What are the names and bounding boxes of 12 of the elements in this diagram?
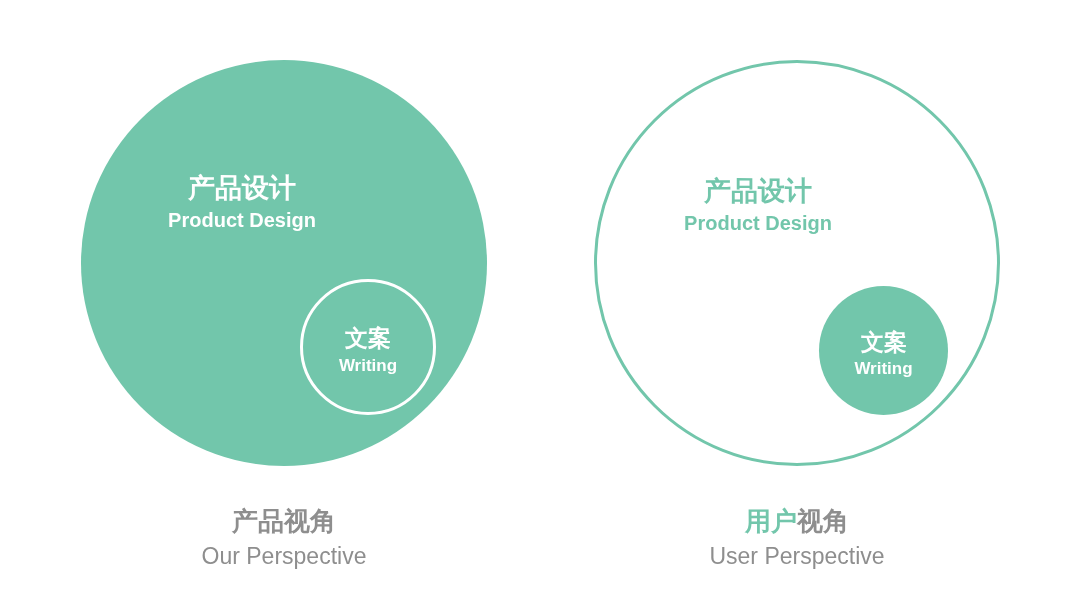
node-subtitle: Writing [854, 358, 913, 380]
node-subtitle: Product Design [684, 210, 832, 236]
node-title: 文案 [860, 327, 907, 357]
node-title: 文案 [345, 324, 391, 353]
node-title: 产品设计 [704, 175, 812, 208]
caption-title: 用户视角 [745, 505, 849, 538]
node-subtitle: Product Design [168, 207, 316, 233]
caption-title: 产品视角 [232, 505, 336, 538]
node-subtitle: Writing [338, 354, 398, 376]
node-title: 产品设计 [188, 172, 296, 205]
caption-subtitle: Our Perspective [201, 541, 367, 571]
caption-subtitle: User Perspective [709, 541, 885, 571]
